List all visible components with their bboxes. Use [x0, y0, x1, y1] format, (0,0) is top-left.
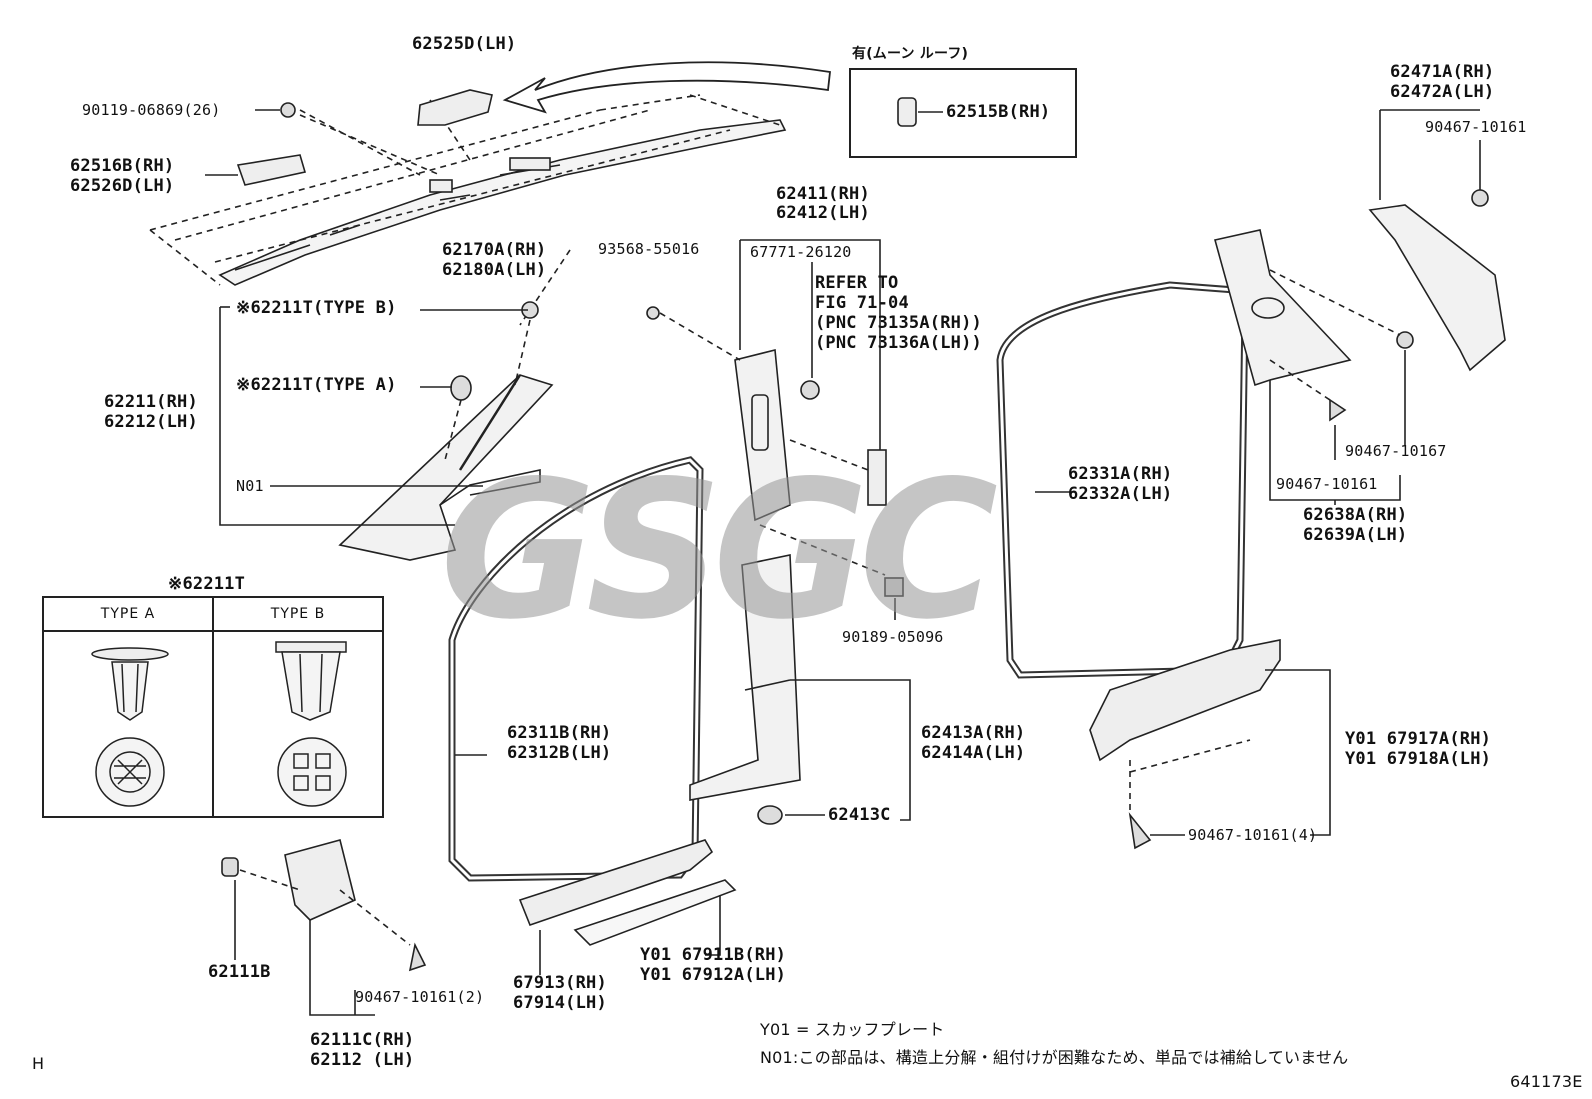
label-moonroof-header: 有(ムーン ルーフ) [852, 46, 969, 62]
label-67912a: Y01 67912A(LH) [640, 965, 787, 985]
label-62525d: 62525D(LH) [412, 34, 517, 54]
label-90467-4: 90467-10161(4) [1188, 826, 1318, 844]
a-pillar-garnish-part [338, 301, 554, 561]
clip-90189-icon [884, 577, 904, 597]
type-a-header: TYPE A [44, 598, 212, 632]
bracket-62516b-icon [236, 154, 307, 186]
label-90467-10167: 90467-10167 [1345, 442, 1447, 460]
label-62639a: 62639A(LH) [1303, 525, 1408, 545]
label-62211t-type-a: ※62211T(TYPE A) [236, 375, 397, 395]
label-62411: 62411(RH) [776, 184, 870, 204]
label-67918a: Y01 67918A(LH) [1345, 749, 1492, 769]
label-refer-1: REFER TO [815, 273, 899, 293]
label-62211t-box: ※62211T [168, 574, 246, 594]
label-67913: 67913(RH) [513, 973, 607, 993]
label-93568: 93568-55016 [598, 240, 700, 258]
label-67917a: Y01 67917A(RH) [1345, 729, 1492, 749]
screw-90119-icon [280, 102, 296, 118]
label-67911b: Y01 67911B(RH) [640, 945, 787, 965]
label-62331a: 62331A(RH) [1068, 464, 1173, 484]
label-62412: 62412(LH) [776, 203, 870, 223]
watermark: GSGC [440, 440, 998, 661]
b-pillar-lower-part [689, 554, 801, 825]
corner-mark: H [32, 1054, 45, 1073]
label-refer-4: (PNC 73136A(LH)) [815, 333, 982, 353]
label-62311b: 62311B(RH) [507, 723, 612, 743]
label-90119: 90119-06869(26) [82, 101, 221, 119]
label-62312b: 62312B(LH) [507, 743, 612, 763]
label-90467-2: 90467-10161(2) [355, 988, 485, 1006]
label-67771: 67771-26120 [750, 243, 852, 261]
figure-code: 641173E [1510, 1072, 1583, 1091]
label-90467-mid: 90467-10161 [1276, 475, 1378, 493]
label-62212: 62212(LH) [104, 412, 198, 432]
cowl-side-trim-part [221, 839, 427, 972]
clip-type-table: TYPE A TYPE B [42, 596, 384, 818]
label-refer-2: FIG 71-04 [815, 293, 909, 313]
label-62413c: 62413C [828, 805, 891, 825]
label-62638a: 62638A(RH) [1303, 505, 1408, 525]
label-62471a: 62471A(RH) [1390, 62, 1495, 82]
label-67914: 67914(LH) [513, 993, 607, 1013]
label-62332a: 62332A(LH) [1068, 484, 1173, 504]
label-62180a: 62180A(LH) [442, 260, 547, 280]
label-90467-top: 90467-10161 [1425, 118, 1527, 136]
label-refer-3: (PNC 73135A(RH)) [815, 313, 982, 333]
arrow-icon [502, 61, 831, 114]
c-pillar-garnish-part [1214, 229, 1414, 422]
type-b-header: TYPE B [214, 598, 382, 632]
type-table-divider [212, 598, 214, 816]
b-pillar-upper-part [646, 306, 887, 576]
label-62413a: 62413A(RH) [921, 723, 1026, 743]
moonroof-callout-box [849, 68, 1077, 158]
roof-projection-lines [149, 94, 781, 326]
note-y01: Y01 = スカッフプレート [760, 1020, 945, 1039]
bracket-62525d-icon [417, 89, 493, 126]
label-62472a: 62472A(LH) [1390, 82, 1495, 102]
label-n01: N01 [236, 477, 264, 495]
label-62211t-type-b: ※62211T(TYPE B) [236, 298, 397, 318]
front-scuff-plates [518, 839, 737, 946]
label-62112: 62112 (LH) [310, 1050, 415, 1070]
moonroof-part-62515b-icon [897, 97, 917, 127]
label-62111b: 62111B [208, 962, 271, 982]
label-62526d: 62526D(LH) [70, 176, 175, 196]
clip-type-illustrations [91, 641, 347, 807]
rear-scuff-plate-part [1089, 639, 1281, 850]
label-90189: 90189-05096 [842, 628, 944, 646]
label-62414a: 62414A(LH) [921, 743, 1026, 763]
label-62170a: 62170A(RH) [442, 240, 547, 260]
label-62516b: 62516B(RH) [70, 156, 175, 176]
roof-rail-part [218, 119, 787, 286]
label-62211: 62211(RH) [104, 392, 198, 412]
quarter-garnish-part [1368, 189, 1506, 372]
note-n01: N01:この部品は、構造上分解・組付けが困難なため、単品では補給していません [760, 1048, 1349, 1067]
type-a-clip-icon [91, 647, 169, 807]
label-62515b: 62515B(RH) [946, 102, 1051, 122]
type-b-clip-icon [275, 641, 347, 807]
label-62111c: 62111C(RH) [310, 1030, 415, 1050]
